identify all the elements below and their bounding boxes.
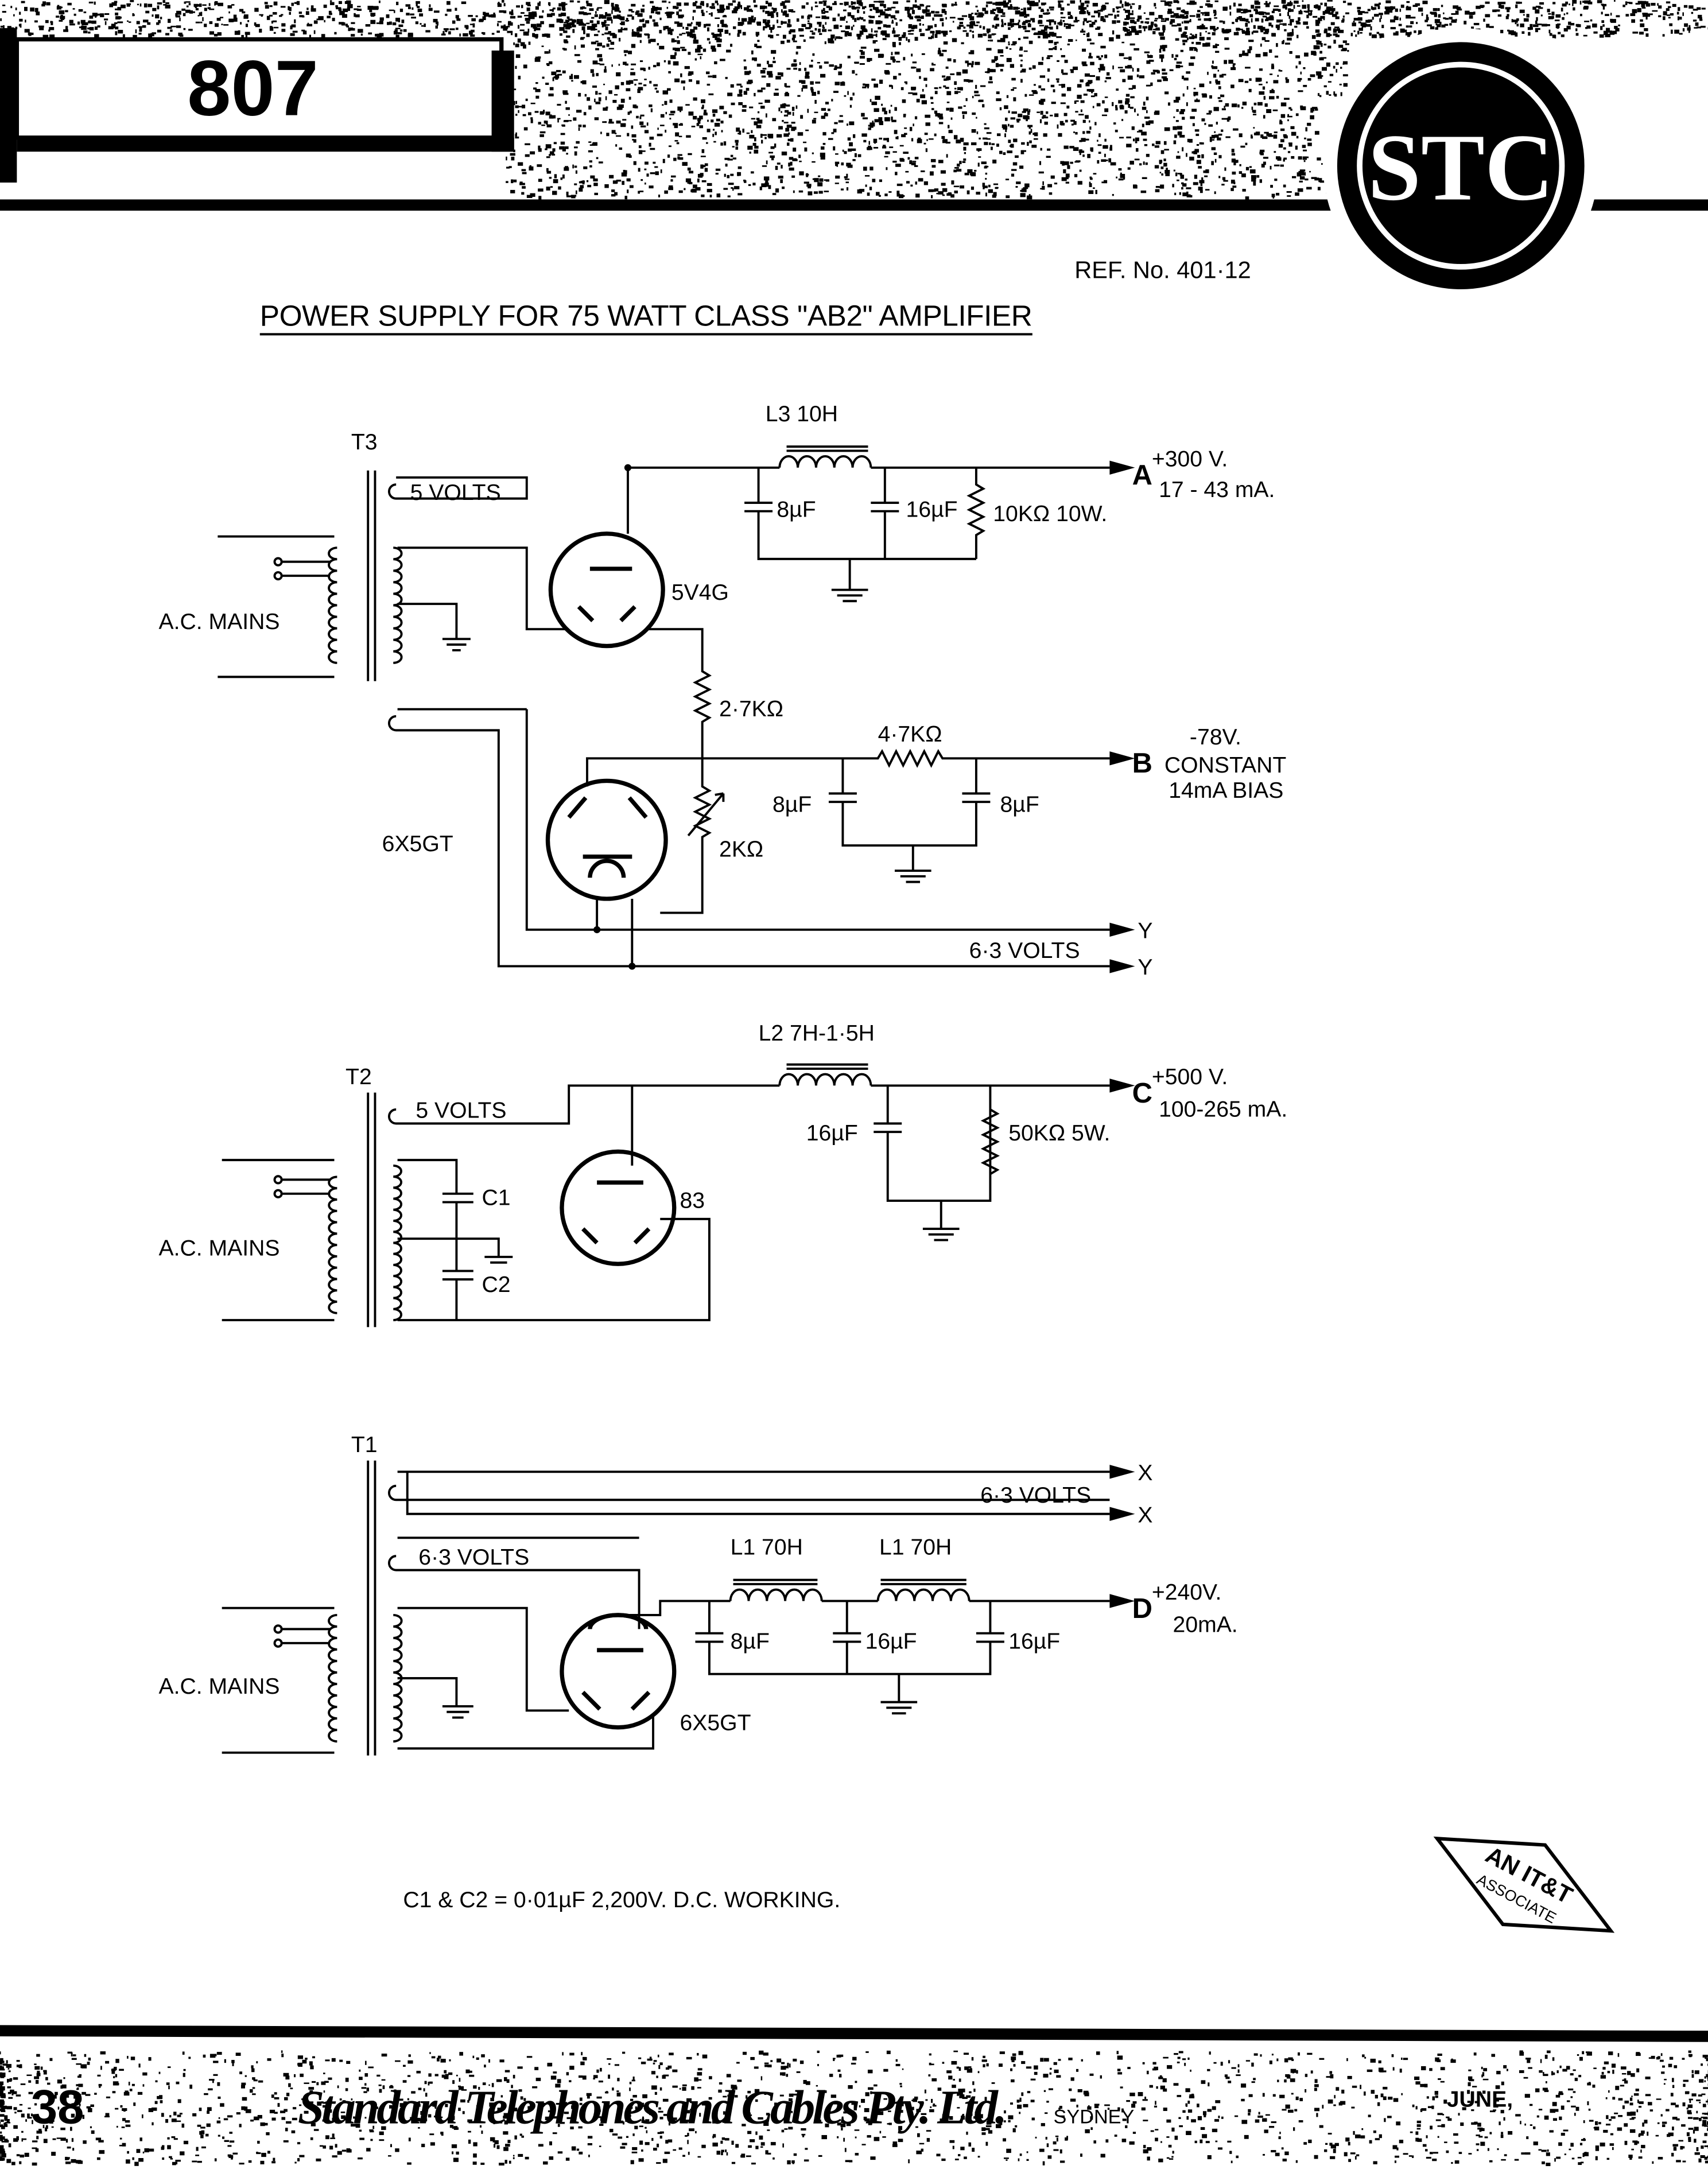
t1-cap3-label: 16µF <box>1008 1629 1060 1654</box>
header-texture <box>0 0 1708 200</box>
t2-cap-label: 16µF <box>806 1121 858 1146</box>
t1-heater-out-label: 6·3 VOLTS <box>980 1483 1091 1508</box>
t2-bleeder-label: 50KΩ 5W. <box>1008 1121 1110 1146</box>
coil-icon <box>729 1588 823 1601</box>
coil-icon <box>393 1164 402 1322</box>
l1b-label: L1 70H <box>879 1535 952 1560</box>
coil-icon <box>778 455 872 468</box>
c1-label: C1 <box>482 1185 510 1210</box>
output-x1: X <box>1138 1461 1152 1485</box>
ref-number: REF. No. 401·12 <box>1074 256 1251 283</box>
rectifier-6x5gt-icon <box>560 1613 677 1730</box>
coil-icon <box>327 1613 337 1743</box>
bias-cap1-label: 8µF <box>773 792 812 817</box>
logo-text: STC <box>1368 114 1554 220</box>
t1-cap1-label: 8µF <box>731 1629 770 1654</box>
rectifier-6x5gt-bias-icon <box>545 778 668 901</box>
coil-icon <box>328 546 337 664</box>
rectifier-5v4g-icon <box>548 531 665 649</box>
t1-rect-label: 6X5GT <box>680 1711 751 1736</box>
footer-texture <box>0 2050 1708 2167</box>
page-title: POWER SUPPLY FOR 75 WATT CLASS "AB2" AMP… <box>260 299 1032 332</box>
output-a-current: 17 - 43 mA. <box>1159 478 1275 502</box>
l2-label: L2 7H-1·5H <box>759 1021 875 1046</box>
rect-5v4g-label: 5V4G <box>671 580 729 605</box>
bias-cap2-label: 8µF <box>1000 792 1039 817</box>
coil-icon <box>778 1073 872 1086</box>
output-d-terminal: D <box>1132 1593 1152 1624</box>
output-b-line2: CONSTANT <box>1164 753 1286 778</box>
output-c-current: 100-265 mA. <box>1159 1097 1287 1121</box>
coil-icon <box>393 546 403 664</box>
output-a-volts: +300 V. <box>1152 447 1228 471</box>
t1-mains-label: A.C. MAINS <box>159 1674 280 1699</box>
bias-rect-label: 6X5GT <box>382 832 453 856</box>
company-name: Standard Telephones and Cables Pty. Ltd. <box>298 2081 1007 2134</box>
t3-label: T3 <box>351 430 378 455</box>
output-a-terminal: A <box>1132 460 1152 491</box>
output-y1: Y <box>1138 919 1152 944</box>
t1-cap2-label: 16µF <box>865 1629 917 1654</box>
t2-label: T2 <box>346 1065 372 1089</box>
coil-icon <box>328 1175 337 1314</box>
l1a-label: L1 70H <box>731 1535 803 1560</box>
output-y2: Y <box>1138 955 1152 980</box>
capacitor-note: C1 & C2 = 0·01µF 2,200V. D.C. WORKING. <box>403 1888 840 1912</box>
output-x2: X <box>1138 1503 1152 1527</box>
itt-associate-badge: AN IT&T ASSOCIATE <box>1433 1836 1615 1933</box>
stc-logo: STC <box>1323 28 1599 304</box>
t1-63-label: 6·3 VOLTS <box>418 1545 529 1570</box>
t1-section: T1 A.C. MAINS X X 6·3 VOLTS 6·3 VOLTS 6X… <box>159 1433 1238 1756</box>
t3-mains-label: A.C. MAINS <box>159 610 280 634</box>
company-city: SYDNEY <box>1054 2106 1135 2128</box>
output-b-volts: -78V. <box>1190 725 1241 750</box>
output-d-current: 20mA. <box>1173 1612 1238 1637</box>
t3-cap1-label: 8µF <box>777 497 816 522</box>
t2-5v-label: 5 VOLTS <box>416 1099 506 1123</box>
t3-5v-label: 5 VOLTS <box>410 480 501 505</box>
output-b-terminal: B <box>1132 748 1152 779</box>
output-b-line3: 14mA BIAS <box>1169 778 1283 803</box>
t2-mains-label: A.C. MAINS <box>159 1236 280 1261</box>
heater-label: 6·3 VOLTS <box>969 938 1080 963</box>
t2-section: T2 A.C. MAINS 5 VOLTS C1 C2 83 L2 7H-1·5… <box>159 1021 1287 1328</box>
t3-bleeder-label: 10KΩ 10W. <box>993 502 1107 526</box>
issue-date: JUNE, <box>1447 2087 1513 2112</box>
t1-label: T1 <box>351 1433 378 1457</box>
mains-terminals <box>273 557 331 581</box>
coil-icon <box>876 1588 971 1601</box>
rectifier-83-icon <box>560 1149 677 1266</box>
t3-section: T3 A.C. MAINS 5 VOLTS 5V4G L3 10H 8µF 16… <box>159 402 1287 980</box>
output-c-terminal: C <box>1132 1078 1152 1109</box>
output-d-volts: +240V. <box>1152 1580 1222 1605</box>
tube-type-label: 807 <box>187 45 319 133</box>
r-4k7-label: 4·7KΩ <box>878 722 942 747</box>
r-2k7-label: 2·7KΩ <box>719 697 783 721</box>
footer: 38 Standard Telephones and Cables Pty. L… <box>0 2025 1708 2167</box>
output-c-volts: +500 V. <box>1152 1065 1228 1089</box>
r-2k-label: 2KΩ <box>719 837 763 862</box>
c2-label: C2 <box>482 1272 510 1297</box>
rect-83-label: 83 <box>680 1188 705 1213</box>
l3-label: L3 10H <box>766 402 838 426</box>
t3-cap2-label: 16µF <box>906 497 958 522</box>
page-number: 38 <box>31 2081 84 2134</box>
